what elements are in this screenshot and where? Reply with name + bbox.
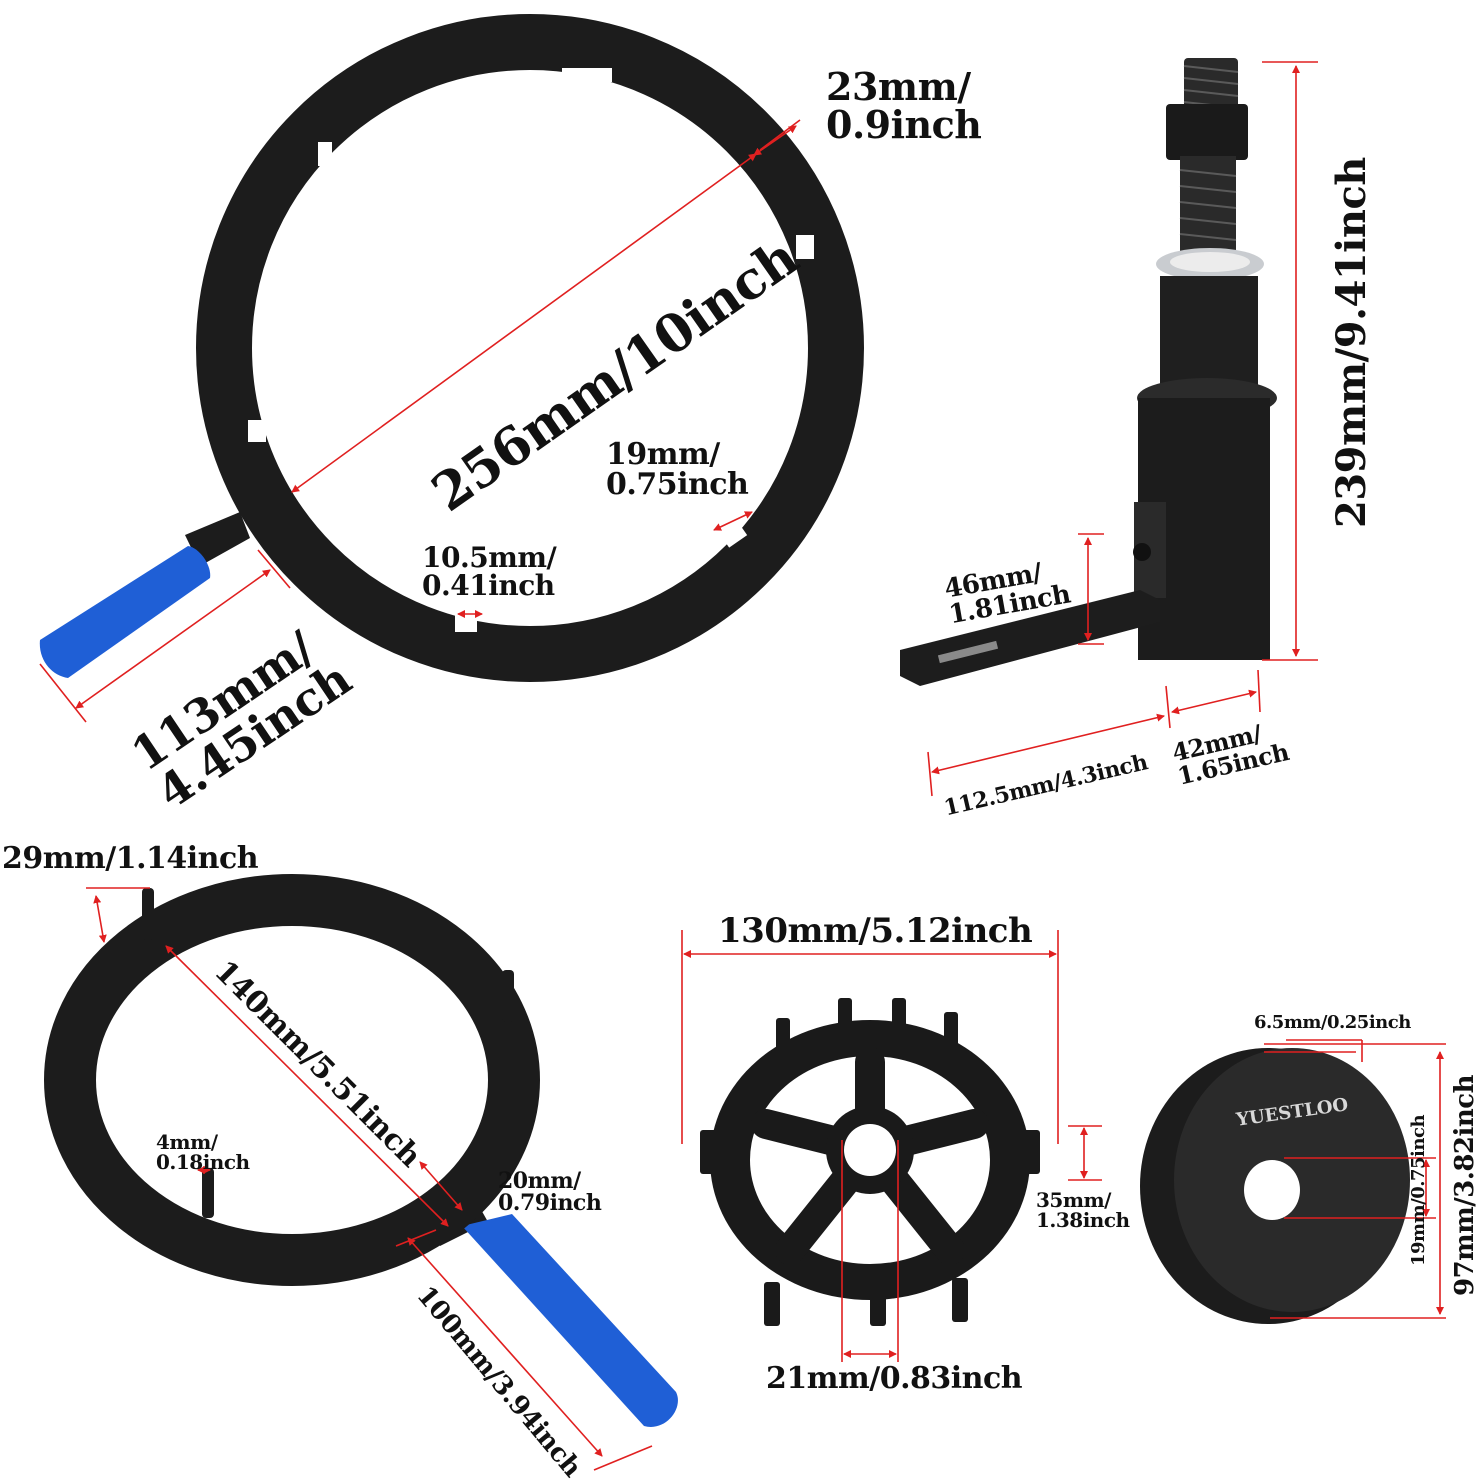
large-ring-handle-stem [185,512,250,566]
label-large-ring-notch-width: 10.5mm/ 0.41inch [422,541,557,602]
disc-tool [1140,1048,1410,1324]
label-large-ring-notch-depth: 19mm/ 0.75inch [606,437,749,502]
large-ring-handle-grip [39,546,211,678]
dimension-lines [39,61,1446,1471]
puller-tool [900,58,1277,686]
label-disc-diameter: 97mm/3.82inch [1450,1074,1480,1296]
label-fan-hole: 21mm/0.83inch [766,1361,1023,1396]
label-disc-thickness: 6.5mm/0.25inch [1254,1012,1411,1033]
fan-tool [700,998,1040,1326]
label-large-ring-lug: 23mm/ 0.9inch [826,64,982,147]
label-fan-height: 35mm/ 1.38inch [1036,1188,1130,1232]
label-small-ring-pin-height: 29mm/1.14inch [2,841,259,876]
label-small-ring-band: 20mm/ 0.79inch [498,1168,602,1216]
label-puller-height: 239mm/9.41inch [1328,157,1375,528]
label-disc-hole: 19mm/0.75inch [1408,1114,1429,1266]
large-ring-body [196,14,864,682]
label-fan-diameter: 130mm/5.12inch [718,911,1033,951]
label-small-ring-pin-diameter: 4mm/ 0.18inch [156,1130,250,1174]
